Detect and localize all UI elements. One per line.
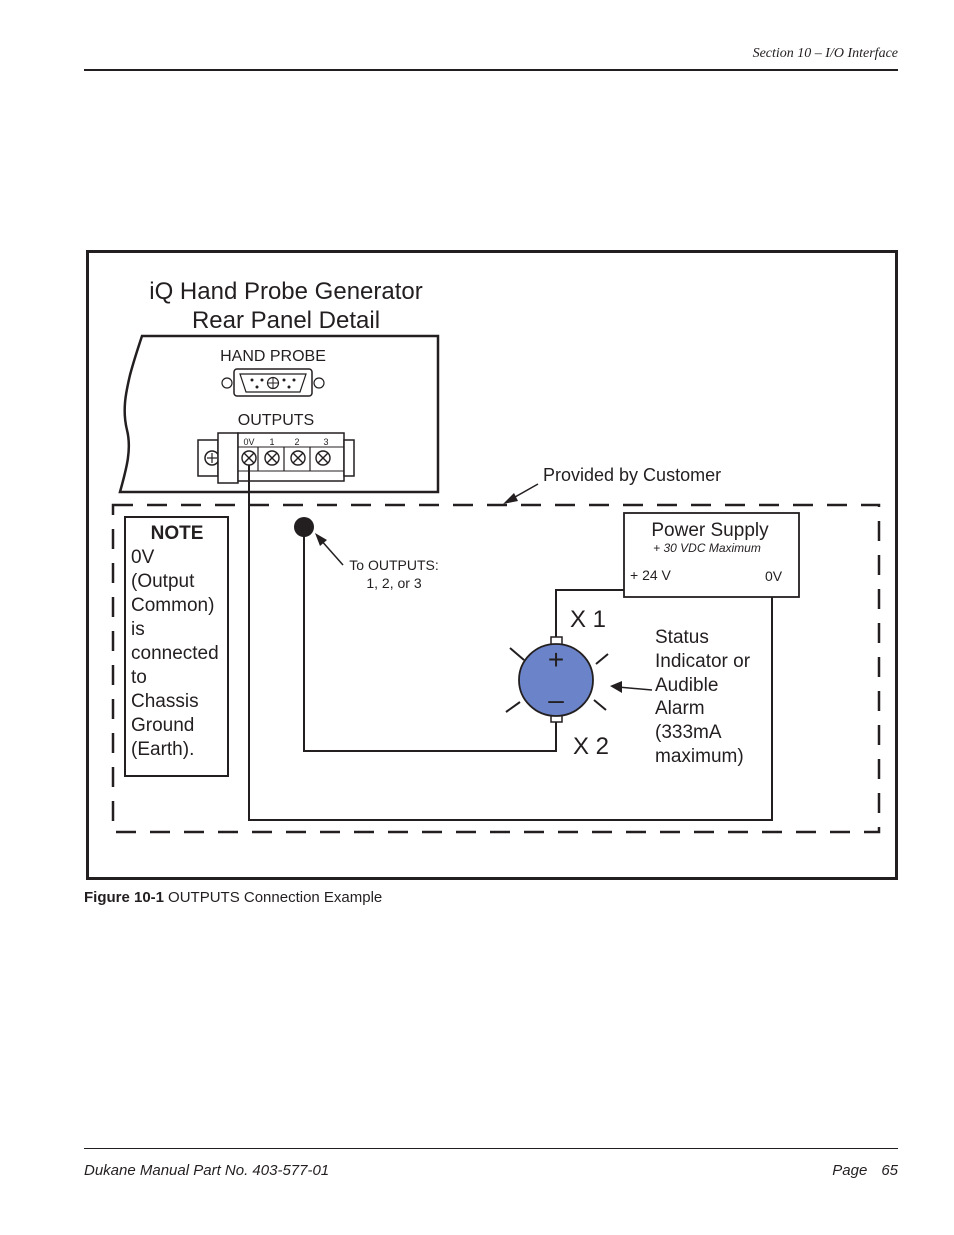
note-line: Chassis bbox=[131, 691, 199, 712]
indicator-description-line: maximum) bbox=[655, 746, 744, 767]
indicator-arrow-icon bbox=[610, 681, 653, 693]
outputs-label: OUTPUTS bbox=[238, 412, 314, 429]
footer-page: Page 65 bbox=[818, 1162, 898, 1179]
header-rule bbox=[84, 69, 898, 71]
indicator-description-line: Alarm bbox=[655, 698, 705, 719]
indicator-description-line: Audible bbox=[655, 675, 718, 696]
indicator-description-line: Indicator or bbox=[655, 651, 751, 672]
x2-label: X 2 bbox=[573, 733, 609, 760]
note-line: Common) bbox=[131, 595, 214, 616]
footer-rule bbox=[84, 1148, 898, 1149]
indicator-description-line: Status bbox=[655, 627, 709, 648]
figure-caption-text: OUTPUTS Connection Example bbox=[168, 889, 383, 906]
terminal-block-icon bbox=[197, 432, 355, 484]
note-heading: NOTE bbox=[151, 523, 204, 544]
footer-page-label: Page bbox=[832, 1162, 868, 1179]
hand-probe-label: HAND PROBE bbox=[220, 348, 326, 365]
power-supply-plus-label: + 24 V bbox=[630, 567, 672, 583]
terminal-label-3: 3 bbox=[323, 437, 328, 447]
note-line: Ground bbox=[131, 715, 194, 736]
provided-by-customer-label: Provided by Customer bbox=[543, 465, 721, 485]
footer-page-number: 65 bbox=[881, 1162, 898, 1179]
output-connection-dot bbox=[294, 517, 314, 537]
to-outputs-label-line1: To OUTPUTS: bbox=[349, 557, 438, 573]
figure-frame bbox=[86, 250, 898, 880]
note-line: is bbox=[131, 619, 145, 640]
provided-by-arrow-icon bbox=[503, 483, 539, 504]
note-box bbox=[124, 516, 229, 777]
hand-probe-connector-icon bbox=[221, 368, 325, 397]
terminal-label-1: 1 bbox=[269, 437, 274, 447]
indicator-minus-sign: – bbox=[548, 684, 564, 715]
customer-region-dashed bbox=[111, 503, 881, 834]
power-supply-subtitle: + 30 VDC Maximum bbox=[653, 541, 761, 555]
rear-panel-outline bbox=[118, 334, 440, 494]
terminal-label-0v: 0V bbox=[243, 437, 254, 447]
to-outputs-arrow-icon bbox=[315, 533, 344, 566]
power-supply-zero-label: 0V bbox=[765, 568, 783, 584]
x1-label: X 1 bbox=[570, 606, 606, 633]
indicator-plus-sign: + bbox=[548, 644, 564, 675]
note-line: connected bbox=[131, 643, 219, 664]
indicator-icon bbox=[505, 636, 609, 723]
footer-part-number: Dukane Manual Part No. 403-577-01 bbox=[84, 1162, 330, 1179]
figure-title-line2: Rear Panel Detail bbox=[192, 307, 380, 334]
indicator-description-line: (333mA bbox=[655, 722, 722, 743]
power-supply-title: Power Supply bbox=[651, 520, 769, 541]
note-line: 0V bbox=[131, 547, 155, 568]
note-line: to bbox=[131, 667, 147, 688]
power-supply-box bbox=[623, 512, 800, 598]
terminal-label-2: 2 bbox=[294, 437, 299, 447]
to-outputs-label-line2: 1, 2, or 3 bbox=[366, 575, 421, 591]
figure-caption-label: Figure 10-1 bbox=[84, 889, 165, 906]
note-line: (Earth). bbox=[131, 739, 194, 760]
section-header: Section 10 – I/O Interface bbox=[752, 46, 898, 61]
wiring bbox=[248, 465, 773, 821]
note-line: (Output bbox=[131, 571, 195, 592]
figure-title-line1: iQ Hand Probe Generator bbox=[149, 278, 422, 305]
